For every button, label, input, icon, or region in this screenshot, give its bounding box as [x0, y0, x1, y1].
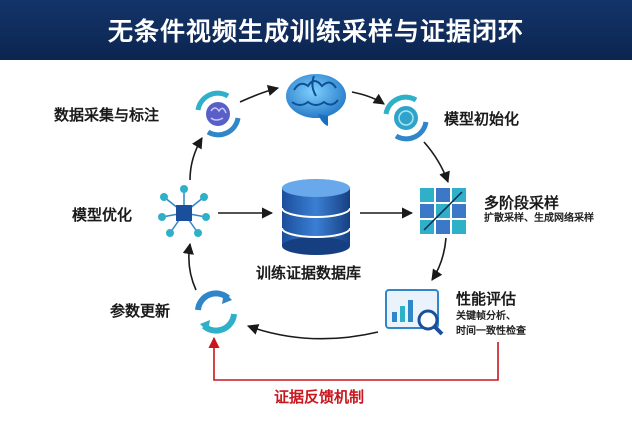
chart-magnifier-icon [385, 289, 444, 336]
node-param-update-label: 参数更新 [110, 302, 171, 320]
diagram-title: 无条件视频生成训练采样与证据闭环 [107, 17, 524, 46]
node-eval-label: 性能评估 [456, 290, 517, 308]
cycle-arrows [182, 85, 450, 340]
center-db-label: 训练证据数据库 [256, 264, 362, 282]
node-sampling-sublabel: 扩散采样、生成网络采样 [484, 213, 594, 224]
title-banner: 无条件视频生成训练采样与证据闭环 [0, 0, 632, 60]
refresh-icon [195, 290, 237, 334]
node-eval-sublabel-2: 时间一致性检查 [456, 326, 526, 337]
node-model-init-label: 模型初始化 [444, 110, 520, 128]
arrow-init-to-sampling [423, 141, 450, 184]
arrow-update-to-opt [182, 242, 197, 291]
arrow-eval-to-update [246, 324, 379, 340]
node-eval-sublabel-1: 关键帧分析、 [456, 311, 516, 322]
arrow-brain-to-init [351, 91, 385, 105]
arrow-opt-to-collect [189, 137, 203, 181]
node-data-collection-label: 数据采集与标注 [54, 106, 160, 124]
flow-diagram [158, 74, 499, 381]
brain-cycle-icon [195, 90, 241, 138]
node-model-opt-label: 模型优化 [72, 206, 133, 224]
arrow-sampling-to-eval [431, 237, 447, 281]
grid-sampling-icon [420, 188, 466, 234]
database-icon [281, 179, 351, 255]
arrow-collect-to-brain [239, 85, 280, 103]
brain-icon [286, 74, 346, 126]
feedback-loop-arrow [208, 336, 499, 381]
feedback-label: 证据反馈机制 [274, 388, 365, 406]
node-sampling-label: 多阶段采样 [484, 194, 560, 212]
network-cube-icon [158, 185, 210, 237]
sphere-cycle-icon [383, 94, 429, 142]
